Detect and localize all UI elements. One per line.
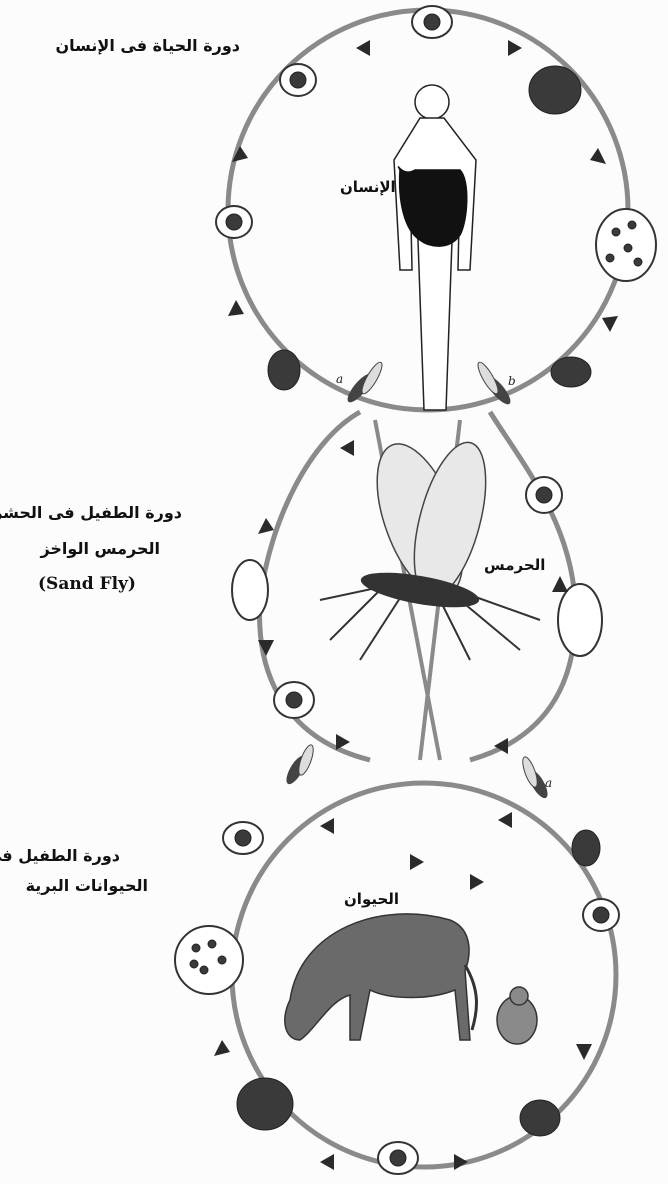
figure-label-b-top: b	[508, 374, 516, 388]
sandfly-figure	[320, 433, 540, 660]
dog-figure	[285, 914, 477, 1040]
animal-cycle-label-line1: دورة الطفيل فى	[0, 846, 120, 865]
human-cycle-label: دورة الحياة فى الإنسان	[55, 36, 240, 55]
animal-label: الحيوان	[344, 890, 399, 908]
human-label: الإنسان	[340, 178, 396, 196]
rodent-figure	[497, 987, 537, 1044]
small-sandfly-left-mid	[283, 743, 316, 787]
sandfly-label: الحرمس	[484, 556, 545, 574]
insect-cycle-label-line3: (Sand Fly)	[38, 574, 136, 594]
insect-cycle-label-line1: دورة الطفيل فى الحشرة	[0, 503, 182, 522]
animal-cycle-label-line2: الحيوانات البرية	[26, 876, 148, 895]
human-figure	[394, 85, 476, 410]
figure-label-a-top: a	[336, 372, 343, 386]
figure-label-a-bottom: a	[545, 776, 552, 790]
insect-cycle-label-line2: الحرمس الواخز	[40, 539, 160, 558]
